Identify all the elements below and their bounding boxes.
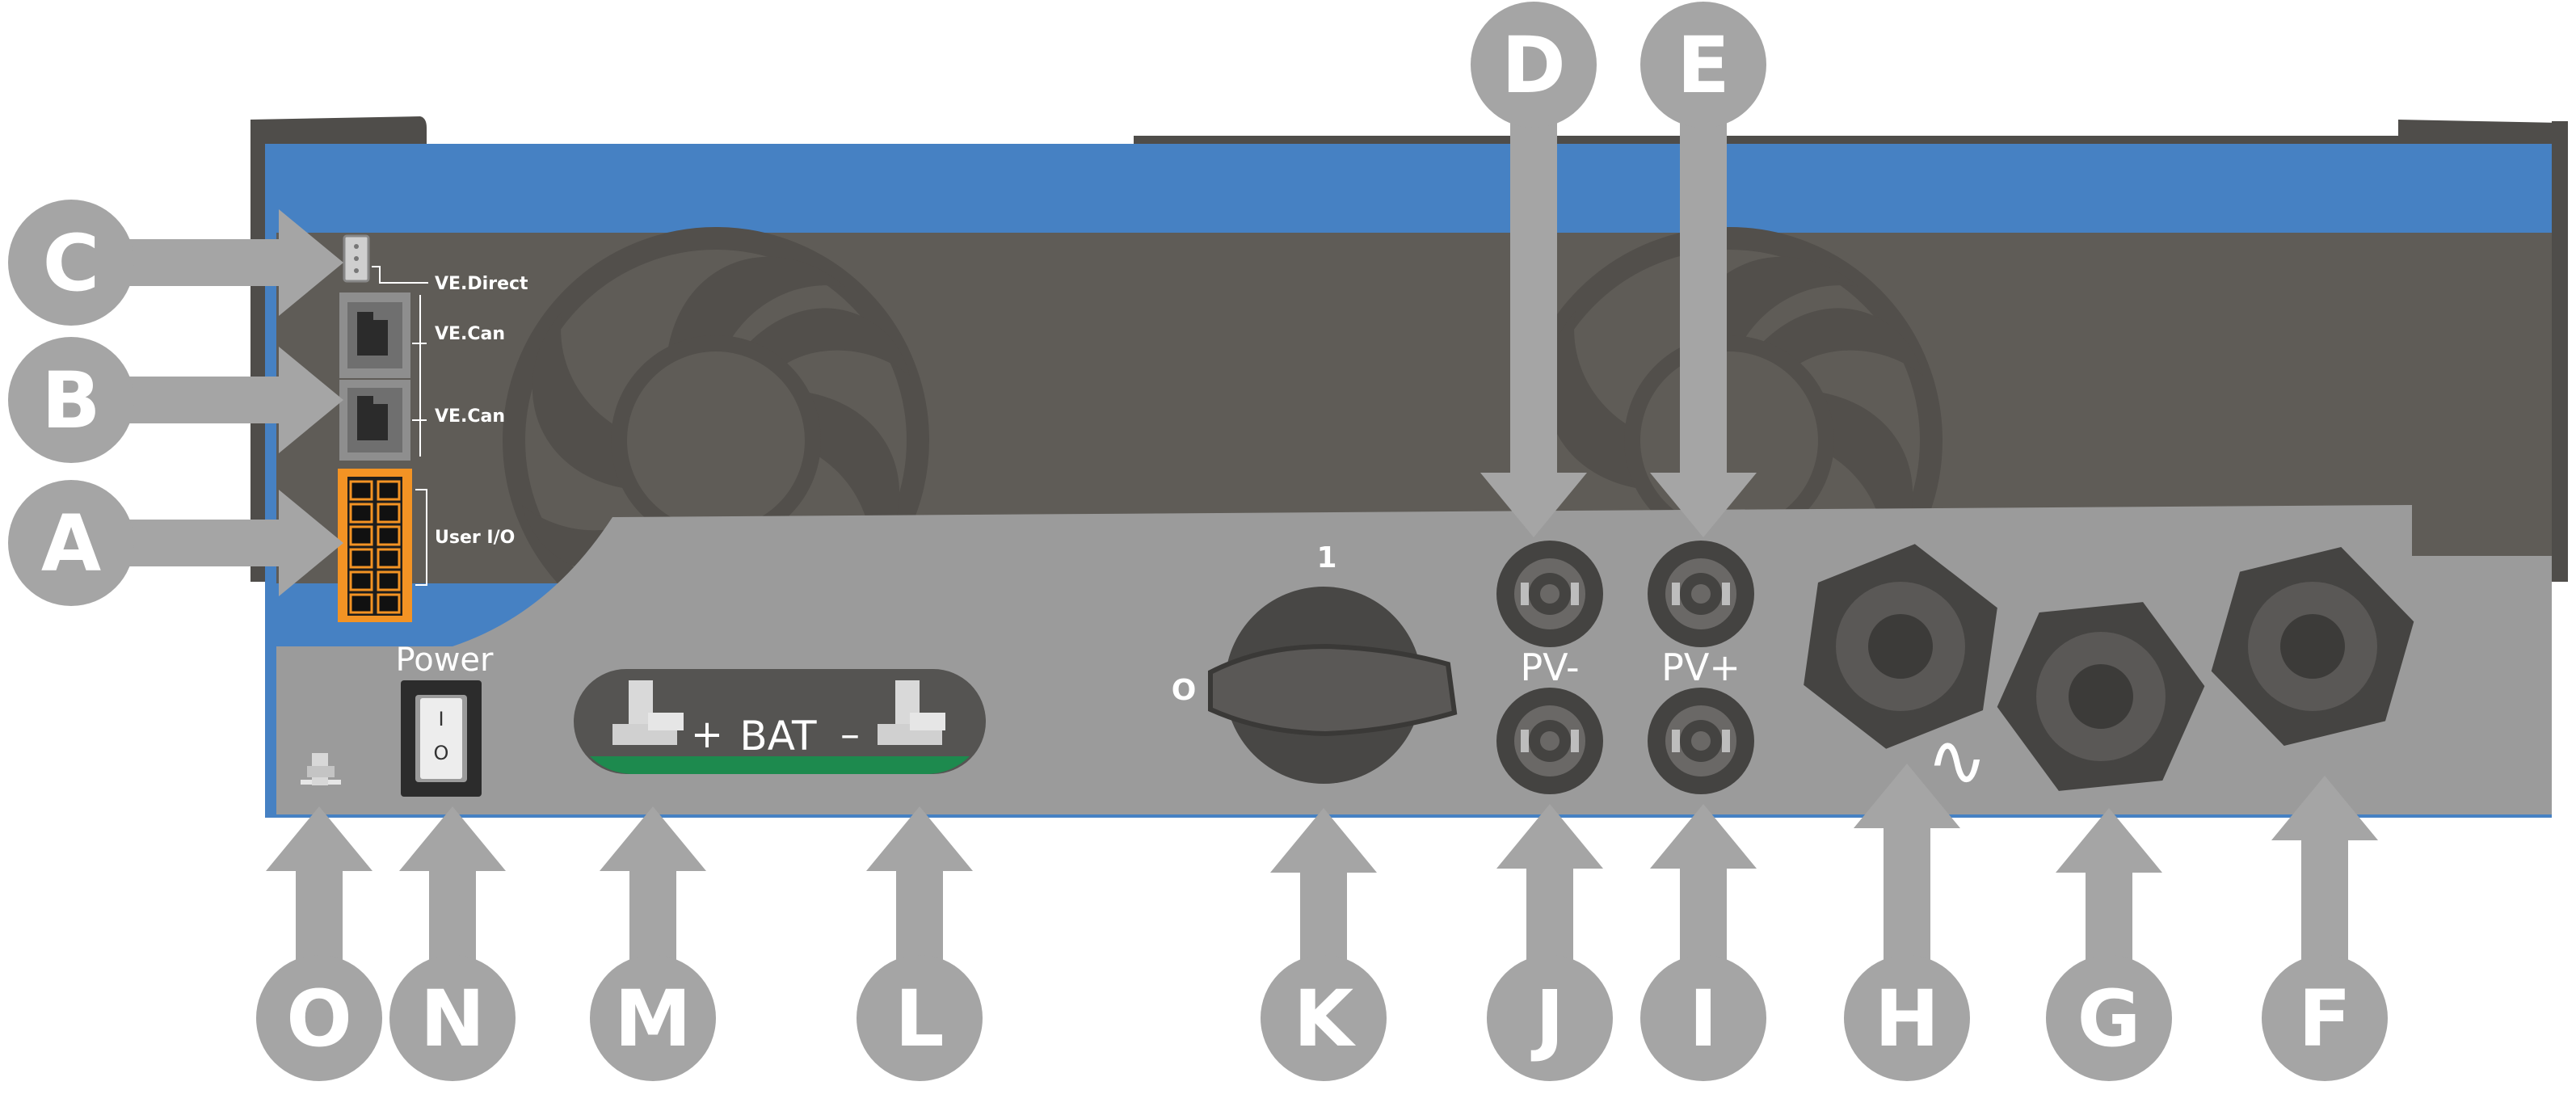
callout-letter: G bbox=[2077, 974, 2141, 1064]
ve-can-top-label: VE.Can bbox=[435, 324, 505, 344]
power-switch[interactable] bbox=[401, 680, 482, 797]
user-io-terminal[interactable] bbox=[338, 469, 427, 622]
callout-a: A bbox=[8, 480, 343, 606]
callout-arrow bbox=[126, 209, 343, 316]
callout-f: F bbox=[2262, 776, 2388, 1081]
pv-minus-top[interactable] bbox=[1496, 541, 1603, 647]
callout-arrow bbox=[1480, 120, 1587, 537]
callout-circle bbox=[857, 955, 983, 1081]
callout-circle bbox=[8, 337, 134, 463]
callout-g: G bbox=[2046, 808, 2172, 1081]
bat-minus-terminal[interactable] bbox=[878, 680, 945, 745]
power-switch-off-mark: O bbox=[434, 742, 449, 764]
power-switch-on-mark: I bbox=[438, 708, 444, 730]
pv-plus-bottom[interactable] bbox=[1648, 688, 1754, 794]
callout-arrow bbox=[1496, 804, 1603, 963]
switch-pos-1-label: 1 bbox=[1316, 541, 1336, 574]
callout-letter: D bbox=[1501, 20, 1566, 111]
callout-letter: J bbox=[1530, 974, 1564, 1064]
callout-arrow bbox=[399, 806, 506, 963]
battery-terminal-block bbox=[574, 669, 986, 774]
callout-circle bbox=[1471, 2, 1597, 128]
bat-plus-label: + bbox=[691, 712, 723, 757]
callout-letter: M bbox=[614, 974, 692, 1064]
battery-switch[interactable] bbox=[1208, 587, 1458, 784]
gland-right[interactable] bbox=[2197, 522, 2428, 771]
callout-circle bbox=[256, 955, 382, 1081]
callout-letter: H bbox=[1875, 974, 1939, 1064]
callout-circle bbox=[8, 200, 134, 326]
callout-letter: O bbox=[286, 974, 352, 1064]
callout-letter: A bbox=[41, 499, 101, 589]
callout-n: N bbox=[389, 806, 516, 1081]
callout-h: H bbox=[1844, 764, 1970, 1081]
callout-circle bbox=[1844, 955, 1970, 1081]
callout-letter: K bbox=[1294, 974, 1357, 1064]
callout-arrow bbox=[2271, 776, 2378, 963]
pv-minus-label: PV- bbox=[1520, 646, 1579, 689]
callout-arrow bbox=[266, 806, 373, 963]
pv-plus-top[interactable] bbox=[1648, 541, 1754, 647]
pv-minus-bottom[interactable] bbox=[1496, 688, 1603, 794]
power-label: Power bbox=[396, 642, 494, 679]
ac-symbol: ∿ bbox=[1926, 718, 1987, 803]
callout-i: I bbox=[1640, 804, 1766, 1081]
gland-middle[interactable] bbox=[1976, 566, 2226, 828]
pv-plus-label: PV+ bbox=[1661, 646, 1740, 689]
callout-circle bbox=[8, 480, 134, 606]
gland-ac[interactable] bbox=[1796, 532, 2004, 762]
callout-d: D bbox=[1471, 2, 1597, 537]
bat-label: BAT bbox=[739, 713, 817, 760]
callout-o: O bbox=[256, 806, 382, 1081]
callout-e: E bbox=[1640, 2, 1766, 537]
callout-letter: N bbox=[420, 974, 485, 1064]
ground-stud[interactable] bbox=[301, 753, 341, 785]
callout-arrow bbox=[1854, 764, 1960, 963]
bat-plus-terminal[interactable] bbox=[612, 680, 684, 745]
callout-circle bbox=[1261, 955, 1387, 1081]
callout-arrow bbox=[2056, 808, 2162, 963]
callout-letter: L bbox=[894, 974, 944, 1064]
callout-circle bbox=[1640, 2, 1766, 128]
callout-arrow bbox=[126, 347, 343, 453]
switch-pos-0-label: O bbox=[1172, 674, 1197, 707]
callout-letter: F bbox=[2298, 974, 2351, 1064]
callout-m: M bbox=[590, 806, 716, 1081]
callout-l: L bbox=[857, 806, 983, 1081]
callout-b: B bbox=[8, 337, 343, 463]
callout-arrow bbox=[1650, 120, 1757, 537]
ve-can-ports[interactable] bbox=[339, 292, 427, 461]
callout-arrow bbox=[600, 806, 706, 963]
callout-arrow bbox=[1270, 808, 1377, 963]
callout-k: K bbox=[1261, 808, 1387, 1081]
ve-direct-port[interactable] bbox=[343, 234, 428, 284]
callout-circle bbox=[1487, 955, 1613, 1081]
callout-c: C bbox=[8, 200, 343, 326]
callout-circle bbox=[2262, 955, 2388, 1081]
ve-can-bottom-label: VE.Can bbox=[435, 406, 505, 427]
ve-direct-label: VE.Direct bbox=[435, 274, 528, 294]
callout-arrow bbox=[1650, 804, 1757, 963]
callout-circle bbox=[389, 955, 516, 1081]
callout-j: J bbox=[1487, 804, 1613, 1081]
callout-letter: E bbox=[1677, 20, 1730, 111]
callout-circle bbox=[590, 955, 716, 1081]
callout-letter: C bbox=[43, 218, 99, 309]
callout-letter: I bbox=[1689, 974, 1718, 1064]
callout-circle bbox=[1640, 955, 1766, 1081]
callout-circle bbox=[2046, 955, 2172, 1081]
callout-arrow bbox=[866, 806, 973, 963]
bat-minus-label: – bbox=[840, 712, 860, 757]
user-io-label: User I/O bbox=[435, 528, 515, 548]
callout-letter: B bbox=[41, 356, 100, 446]
callout-arrow bbox=[126, 490, 343, 596]
